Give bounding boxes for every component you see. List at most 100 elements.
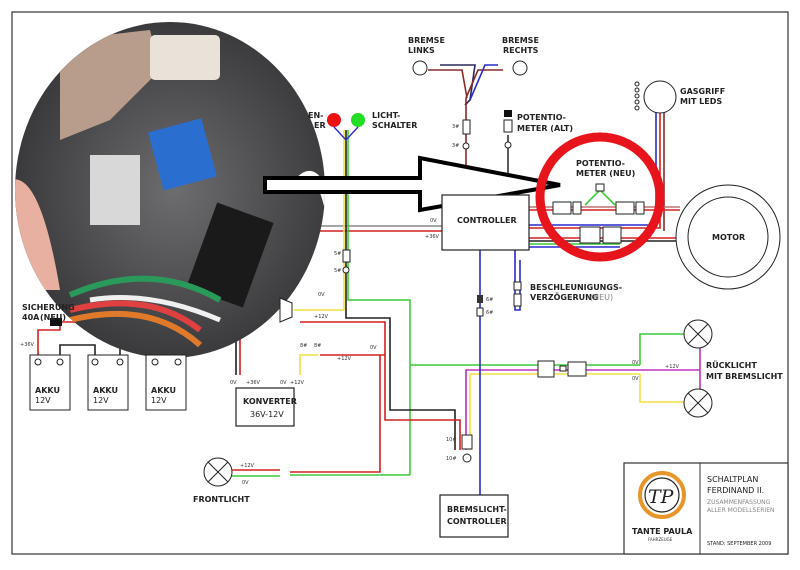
connector-6: 6# 6# [476, 295, 493, 317]
konverter: KONVERTER 36V-12V 0V +36V 0V +12V 8# 8# … [230, 343, 377, 427]
potentiometer-photo [148, 118, 217, 191]
svg-text:POTENTIO-: POTENTIO- [576, 159, 625, 168]
svg-text:+12V: +12V [314, 314, 329, 320]
svg-text:12V: 12V [93, 396, 109, 405]
svg-text:3#: 3# [452, 124, 459, 130]
ruecklicht: RÜCKLICHT MIT BREMSLICHT 0V +12V 0V [632, 319, 783, 418]
svg-text:8#: 8# [300, 343, 307, 349]
beschleunigung: BESCHLEUNIGUNGS- VERZÖGERUNG (NEU) [513, 281, 622, 307]
svg-text:RÜCKLICHT: RÜCKLICHT [706, 360, 757, 370]
svg-text:12V: 12V [35, 396, 51, 405]
svg-text:6#: 6# [486, 297, 493, 303]
svg-text:+12V: +12V [337, 356, 352, 362]
lamp-lower [683, 388, 713, 418]
gasgriff: GASGRIFF MIT LEDS [634, 80, 725, 114]
sicherung: SICHERUNG 40A (NEU) +36V [20, 303, 75, 348]
svg-text:10#: 10# [446, 456, 457, 462]
svg-text:TANTE PAULA: TANTE PAULA [632, 527, 693, 536]
svg-text:EN-: EN- [308, 111, 323, 120]
bremse-rechts: BREMSE RECHTS [502, 36, 539, 76]
svg-text:8#: 8# [314, 343, 321, 349]
svg-text:10#: 10# [446, 437, 457, 443]
svg-text:SCHALTER: SCHALTER [372, 121, 417, 130]
svg-text:+12V: +12V [240, 463, 255, 469]
motor: MOTOR [675, 184, 781, 290]
svg-text:STAND: SEPTEMBER 2009: STAND: SEPTEMBER 2009 [707, 541, 771, 547]
svg-text:KONVERTER: KONVERTER [243, 397, 297, 406]
svg-text:0V: 0V [242, 480, 249, 486]
ruecklicht-connector [537, 360, 587, 378]
svg-text:METER (ALT): METER (ALT) [517, 124, 573, 133]
svg-text:ZUSAMMENFASSUNG: ZUSAMMENFASSUNG [707, 499, 771, 506]
highlight-ring [535, 132, 665, 262]
svg-text:MIT BREMSLICHT: MIT BREMSLICHT [706, 372, 783, 381]
svg-text:+12V: +12V [290, 380, 305, 386]
potentiometer-neu: POTENTIO- METER (NEU) [552, 159, 645, 244]
svg-text:VERZÖGERUNG: VERZÖGERUNG [530, 292, 598, 302]
potentiometer-alt: POTENTIO- METER (ALT) [503, 110, 573, 149]
led-indicators [634, 81, 640, 111]
svg-text:SICHERUNG: SICHERUNG [22, 303, 75, 312]
svg-text:BREMSLICHT-: BREMSLICHT- [447, 505, 507, 514]
svg-text:0V: 0V [632, 376, 639, 382]
svg-text:0V: 0V [430, 218, 437, 224]
svg-text:+12V: +12V [665, 364, 680, 370]
horn: 0V +12V [279, 292, 329, 323]
svg-text:36V-12V: 36V-12V [250, 410, 284, 419]
bremslicht-controller: 10# 10# BREMSLICHT- CONTROLLER [439, 434, 509, 538]
lamp-upper [683, 319, 713, 349]
svg-text:(NEU): (NEU) [40, 313, 66, 322]
svg-text:LICHT-: LICHT- [372, 111, 400, 120]
svg-text:SCHALTPLAN: SCHALTPLAN [707, 475, 758, 484]
svg-text:FRONTLICHT: FRONTLICHT [193, 495, 250, 504]
connector-3: 3# 3# [452, 119, 471, 150]
svg-text:0V: 0V [230, 380, 237, 386]
svg-text:TP: TP [648, 486, 675, 508]
svg-text:BREMSE: BREMSE [408, 36, 445, 45]
svg-text:3#: 3# [452, 143, 459, 149]
akku-2: AKKU 12V [87, 354, 129, 411]
svg-text:BESCHLEUNIGUNGS-: BESCHLEUNIGUNGS- [530, 283, 622, 292]
svg-text:12V: 12V [151, 396, 167, 405]
svg-text:CONTROLLER: CONTROLLER [447, 517, 507, 526]
svg-text:METER (NEU): METER (NEU) [576, 169, 635, 178]
svg-text:ALLER MODELLSERIEN: ALLER MODELLSERIEN [707, 507, 774, 514]
svg-text:POTENTIO-: POTENTIO- [517, 113, 566, 122]
page-frame [11, 11, 789, 555]
svg-text:0V: 0V [370, 345, 377, 351]
svg-text:+36V: +36V [20, 342, 35, 348]
svg-text:AKKU: AKKU [93, 386, 118, 395]
svg-text:(NEU): (NEU) [590, 293, 613, 302]
svg-text:+36V: +36V [246, 380, 261, 386]
svg-text:FAHRZEUGE: FAHRZEUGE [648, 537, 673, 542]
title-block: TP TANTE PAULA FAHRZEUGE SCHALTPLAN FERD… [623, 462, 789, 555]
svg-text:6#: 6# [486, 310, 493, 316]
svg-text:RECHTS: RECHTS [503, 46, 539, 55]
svg-text:+36V: +36V [425, 234, 440, 240]
svg-text:GASGRIFF: GASGRIFF [680, 87, 725, 96]
lichtschalter: LICHT- SCHALTER EN- ER [308, 111, 417, 142]
svg-text:0V: 0V [280, 380, 287, 386]
tante-paula-logo: TP TANTE PAULA FAHRZEUGE [632, 471, 693, 542]
svg-text:AKKU: AKKU [35, 386, 60, 395]
svg-text:LINKS: LINKS [408, 46, 435, 55]
bremse-links: BREMSE LINKS [408, 36, 445, 76]
svg-text:ER: ER [314, 121, 326, 130]
svg-text:CONTROLLER: CONTROLLER [457, 216, 517, 225]
svg-text:BREMSE: BREMSE [502, 36, 539, 45]
akku-3: AKKU 12V [145, 354, 187, 411]
svg-text:AKKU: AKKU [151, 386, 176, 395]
svg-text:0V: 0V [632, 360, 639, 366]
svg-text:0V: 0V [318, 292, 325, 298]
akku-1: AKKU 12V [29, 354, 71, 411]
frontlicht: +12V 0V FRONTLICHT [193, 457, 280, 504]
svg-text:MOTOR: MOTOR [712, 233, 745, 242]
connector-5: 5# 5# [334, 249, 351, 274]
wrench-shape [60, 30, 160, 140]
svg-text:5#: 5# [334, 251, 341, 257]
svg-text:MIT LEDS: MIT LEDS [680, 97, 722, 106]
svg-text:40A: 40A [22, 313, 40, 322]
svg-text:5#: 5# [334, 268, 341, 274]
